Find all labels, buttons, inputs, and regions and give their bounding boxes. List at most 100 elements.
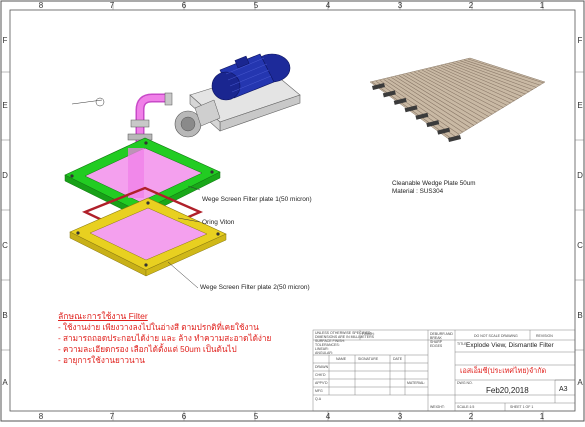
wedge-wire-line bbox=[421, 69, 500, 111]
zone-row-label: C bbox=[577, 241, 583, 250]
tb-col-signature: SIGNATURE bbox=[358, 357, 379, 361]
wedge-wire-line bbox=[464, 59, 541, 86]
tb-revision: REVISION bbox=[536, 334, 553, 338]
wedge-support-bar bbox=[448, 135, 461, 142]
zone-col-label: 6 bbox=[181, 1, 187, 10]
wedge-wire-line bbox=[387, 78, 467, 131]
fluid-column bbox=[128, 148, 144, 198]
wedge-wire-line bbox=[460, 60, 537, 88]
tb-row-approved: APPV'D bbox=[315, 381, 328, 385]
zone-col-label: 1 bbox=[539, 412, 545, 421]
usage-notes-title: ลักษณะการใช้งาน Filter bbox=[58, 311, 148, 321]
tb-scale: SCALE:1:5 bbox=[457, 405, 475, 409]
wedge-support-bar bbox=[415, 112, 429, 120]
zone-col-label: 5 bbox=[253, 412, 259, 421]
wedge-wire-line bbox=[379, 79, 460, 135]
wedge-wire-line bbox=[437, 66, 515, 102]
zone-row-label: F bbox=[577, 36, 583, 45]
zone-col-label: 8 bbox=[38, 412, 44, 421]
tb-row-mfg: MFG bbox=[315, 389, 323, 393]
zone-col-label: 7 bbox=[109, 412, 115, 421]
callout-oring: Oring Viton bbox=[202, 219, 235, 226]
tb-spec-line: DIMENSIONS ARE IN MILLIMETERS bbox=[315, 335, 374, 339]
pump-head bbox=[174, 99, 221, 138]
zone-row-label: B bbox=[577, 311, 583, 320]
wedge-wire-line bbox=[441, 65, 519, 99]
wedge-wire-line bbox=[433, 67, 512, 104]
wedge-caption-2: Material : SUS304 bbox=[392, 188, 444, 195]
zone-labels-top: 8 7 6 5 4 3 2 1 bbox=[0, 0, 585, 10]
zone-row-label: C bbox=[2, 241, 8, 250]
callout-plate-2: Wege Screen Filter plate 2(50 micron) bbox=[200, 284, 310, 291]
zone-labels-right: F E D C B A bbox=[575, 0, 585, 422]
zone-col-label: 3 bbox=[397, 412, 403, 421]
zone-col-label: 2 bbox=[468, 412, 474, 421]
wedge-wire-line bbox=[410, 72, 489, 117]
tb-spec-line: SURFACE FINISH: bbox=[315, 339, 345, 343]
filter-plate-2 bbox=[69, 197, 227, 277]
zone-row-label: A bbox=[577, 378, 583, 387]
usage-note-item: - อายุการใช้งานยาวนาน bbox=[58, 356, 145, 365]
zone-row-label: F bbox=[2, 36, 8, 45]
wedge-wire-line bbox=[398, 75, 478, 124]
tb-date: Feb20,2018 bbox=[486, 386, 529, 395]
tb-weight: WEIGHT: bbox=[430, 405, 445, 409]
inner-border bbox=[9, 9, 576, 412]
wedge-wire-line bbox=[406, 73, 486, 120]
tb-spec-notes: UNLESS OTHERWISE SPECIFIED: DIMENSIONS A… bbox=[315, 331, 374, 355]
wedge-wire-line bbox=[414, 71, 493, 115]
wedge-support-bar bbox=[372, 83, 385, 90]
zone-row-label: E bbox=[2, 101, 8, 110]
zone-col-label: 3 bbox=[397, 1, 403, 10]
tb-row-checked: CHK'D bbox=[315, 373, 326, 377]
tb-col-name: NAME bbox=[336, 357, 347, 361]
wedge-wire-line bbox=[425, 68, 504, 108]
zone-row-label: A bbox=[2, 378, 8, 387]
zone-col-label: 4 bbox=[325, 412, 331, 421]
tb-dwg-no: DWG NO. bbox=[457, 381, 473, 385]
wedge-support-bar bbox=[437, 127, 451, 135]
tb-material: MATERIAL: bbox=[407, 381, 426, 385]
wedge-support-bar bbox=[426, 120, 440, 128]
wedge-caption-1: Cleanable Wedge Plate 50um bbox=[392, 180, 476, 187]
tb-row-qa: Q.A bbox=[315, 397, 322, 401]
usage-notes: ลักษณะการใช้งาน Filter - ใช้งานง่าย เพีย… bbox=[58, 311, 271, 366]
wedge-wire-line bbox=[402, 74, 482, 122]
tb-title-label: TITLE: bbox=[457, 342, 468, 346]
tb-no-scale: DO NOT SCALE DRAWING bbox=[474, 334, 518, 338]
zone-col-label: 7 bbox=[109, 1, 115, 10]
tb-drawing-title: Explode View, Dismantle Filter bbox=[466, 342, 554, 349]
wedge-wire-line bbox=[391, 77, 471, 129]
tb-spec-line: UNLESS OTHERWISE SPECIFIED: bbox=[315, 331, 372, 335]
zone-col-label: 6 bbox=[181, 412, 187, 421]
callout-plate-1: Wege Screen Filter plate 1(50 micron) bbox=[202, 196, 312, 203]
tb-deburr: DEBURR AND BREAK SHARP EDGES bbox=[430, 332, 453, 348]
tb-row-drawn: DRAWN bbox=[315, 365, 329, 369]
leader-lines bbox=[71, 97, 201, 289]
tb-spec-line: LINEAR: bbox=[315, 347, 329, 351]
zone-row-label: D bbox=[577, 171, 583, 180]
zone-row-label: D bbox=[2, 171, 8, 180]
zone-labels-bottom: 8 7 6 5 4 3 2 1 bbox=[0, 411, 585, 421]
motor-body bbox=[211, 53, 291, 101]
wedge-wire-line bbox=[444, 64, 523, 97]
zone-col-label: 5 bbox=[253, 1, 259, 10]
wedge-support-bar bbox=[404, 105, 418, 113]
wedge-plate-image bbox=[369, 57, 546, 142]
zone-row-label: E bbox=[577, 101, 583, 110]
wedge-wire-line bbox=[383, 78, 464, 133]
usage-note-item: - สามารถถอดประกอบได้ง่าย และ ล้าง ทำความ… bbox=[58, 334, 272, 343]
wedge-wire-line bbox=[448, 63, 526, 95]
pipe bbox=[127, 92, 173, 180]
tb-finish: FINISH: bbox=[362, 332, 375, 336]
wedge-wire-line bbox=[394, 76, 475, 126]
tb-company-name: เอสเอ็มซี(ประเทศไทย)จำกัด bbox=[460, 366, 547, 375]
tb-sheet: SHEET 1 OF 1 bbox=[510, 405, 534, 409]
wedge-wire-line bbox=[452, 62, 530, 93]
zone-col-label: 2 bbox=[468, 1, 474, 10]
zone-row-label: B bbox=[2, 311, 8, 320]
tb-spec-line: ANGULAR: bbox=[315, 351, 333, 355]
usage-note-item: - ใช้งานง่าย เพียงวางลงไปในอ่างสี ตามปรก… bbox=[58, 323, 259, 332]
